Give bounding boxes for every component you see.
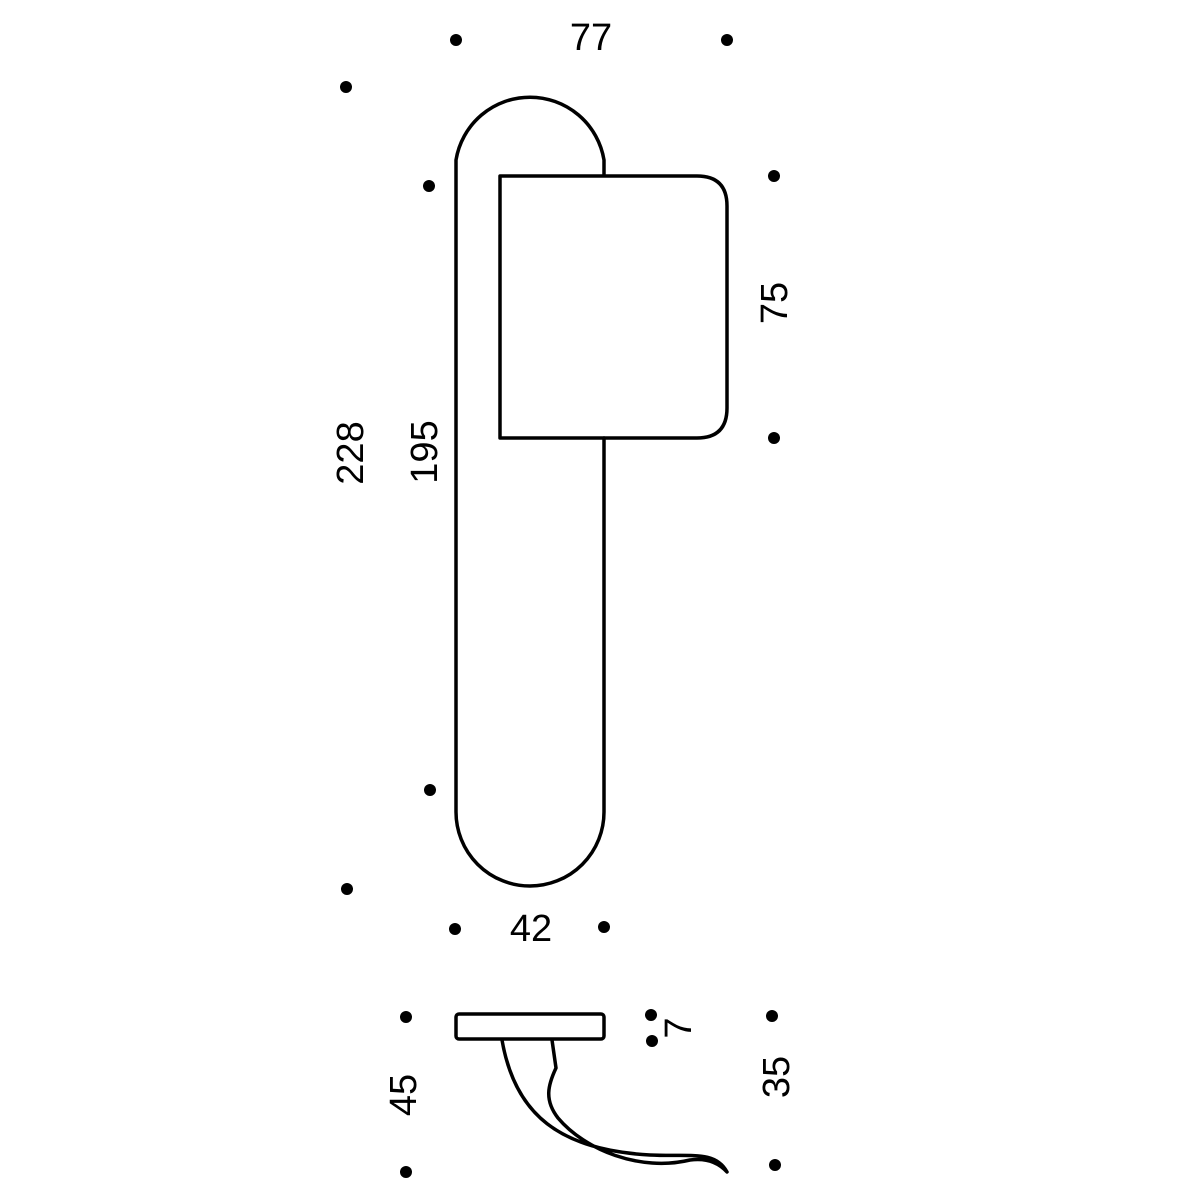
dimension-label-rosette-height: 195 [404,420,446,483]
lever-handle-outline [498,174,729,440]
dimension-dot-228-bottom [341,883,353,895]
front-view [454,95,729,888]
dimension-dot-45-bottom [400,1166,412,1178]
dimension-dot-35-bottom [769,1159,781,1171]
dimension-points [340,34,781,1178]
dimension-dot-35-top [766,1010,778,1022]
dimension-label-overall-width: 77 [570,17,612,59]
dimension-labels: 77 42 228 195 75 7 45 35 [330,17,798,1116]
side-view [454,1012,729,1174]
dimension-dot-77-right [721,34,733,46]
dimension-label-overall-projection: 45 [383,1074,425,1116]
dimension-dot-195-top [423,180,435,192]
side-lever-profile-outline [500,1038,729,1174]
dimension-dot-42-right [598,921,610,933]
dimension-dot-45-top [400,1011,412,1023]
dimension-label-overall-height: 228 [330,421,372,484]
dimension-dot-75-top [768,170,780,182]
rosette-backplate-outline [454,95,606,888]
dimension-label-plate-thickness: 7 [658,1017,700,1038]
dimension-dot-7-top [645,1009,657,1021]
dimension-label-lever-height: 75 [754,282,796,324]
dimension-dot-42-left [449,923,461,935]
dimension-dot-7-bottom [646,1035,658,1047]
dimension-dot-228-top [340,81,352,93]
side-plate-outline [454,1012,606,1041]
dimension-dot-75-bottom [768,432,780,444]
dimension-label-rosette-width: 42 [510,908,552,950]
dimension-label-lever-projection: 35 [756,1056,798,1098]
dimension-dot-195-bottom [424,784,436,796]
dimension-dot-77-left [450,34,462,46]
